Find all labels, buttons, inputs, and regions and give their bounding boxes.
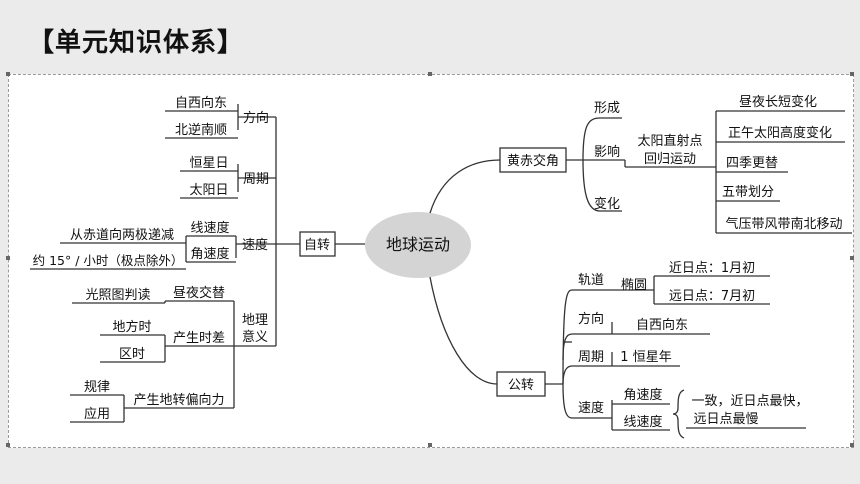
resize-handle[interactable] — [850, 72, 854, 76]
significance-label: 意义 — [242, 329, 268, 345]
rotation-period-label: 周期 — [243, 172, 269, 187]
rev-speed-label: 速度 — [578, 400, 604, 416]
effect-item: 正午太阳高度变化 — [728, 125, 832, 141]
rotation-direction-label: 方向 — [243, 110, 269, 126]
timediff-item: 地方时 — [112, 319, 151, 335]
angular-speed-label: 角速度 — [190, 246, 229, 262]
resize-handle[interactable] — [428, 443, 432, 447]
perihelion-label: 近日点：1月初 — [669, 261, 755, 276]
influence-label: 影响 — [594, 144, 620, 160]
resize-handle[interactable] — [428, 72, 432, 76]
rev-period-label: 周期 — [578, 350, 604, 365]
timediff-item: 区时 — [119, 347, 145, 362]
direct-point-label: 回归运动 — [644, 152, 696, 167]
rev-angular-label: 角速度 — [623, 387, 662, 403]
brace — [672, 389, 685, 439]
rev-linear-label: 线速度 — [623, 414, 662, 430]
revolution-node — [496, 371, 546, 397]
page-title: 【单元知识体系】 — [28, 28, 245, 58]
direct-point-label: 太阳直射点 — [637, 133, 702, 149]
rev-direction-value: 自西向东 — [636, 317, 688, 333]
effect-item: 五带划分 — [722, 185, 774, 200]
daynight-label: 昼夜交替 — [173, 285, 225, 301]
significance-label: 地理 — [242, 313, 268, 328]
rev-direction-label: 方向 — [578, 311, 604, 327]
timediff-label: 产生时差 — [173, 331, 225, 346]
revolution-label: 公转 — [508, 378, 534, 393]
effect-item: 昼夜长短变化 — [739, 94, 817, 110]
resize-handle[interactable] — [6, 443, 10, 447]
aphelion-label: 远日点：7月初 — [669, 289, 755, 304]
angular-speed-desc: 约 15° / 小时（极点除外） — [33, 253, 184, 268]
deflection-item: 应用 — [84, 406, 110, 422]
center-node — [365, 212, 471, 278]
effect-item: 气压带风带南北移动 — [725, 216, 842, 232]
resize-handle[interactable] — [6, 256, 10, 260]
daynight-desc: 光照图判读 — [85, 288, 150, 303]
rotation-label: 自转 — [304, 238, 330, 253]
deflection-label: 产生地转偏向力 — [133, 392, 224, 408]
orbit-shape: 椭圆 — [621, 277, 647, 293]
formation-label: 形成 — [594, 101, 620, 116]
effect-item: 四季更替 — [726, 156, 778, 171]
rev-period-value: 1 恒星年 — [620, 350, 671, 365]
rotation-speed-label: 速度 — [242, 237, 268, 253]
resize-handle[interactable] — [6, 72, 10, 76]
obliquity-label: 黄赤交角 — [507, 153, 559, 169]
deflection-item: 规律 — [84, 380, 110, 395]
speed-desc: 一致，近日点最快， — [691, 394, 808, 409]
orbit-label: 轨道 — [578, 273, 604, 288]
resize-handle[interactable] — [850, 256, 854, 260]
rotation-node — [299, 231, 336, 257]
resize-handle[interactable] — [850, 443, 854, 447]
change-label: 变化 — [594, 196, 620, 212]
linear-speed-label: 线速度 — [190, 220, 229, 236]
speed-desc: 远日点最慢 — [693, 411, 758, 427]
rotation-direction-item: 北逆南顺 — [175, 122, 227, 138]
rotation-period-item: 太阳日 — [189, 183, 228, 198]
linear-speed-desc: 从赤道向两极递减 — [70, 227, 174, 243]
center-label: 地球运动 — [386, 235, 450, 254]
rotation-direction-item: 自西向东 — [175, 95, 227, 111]
rotation-period-item: 恒星日 — [189, 156, 228, 171]
